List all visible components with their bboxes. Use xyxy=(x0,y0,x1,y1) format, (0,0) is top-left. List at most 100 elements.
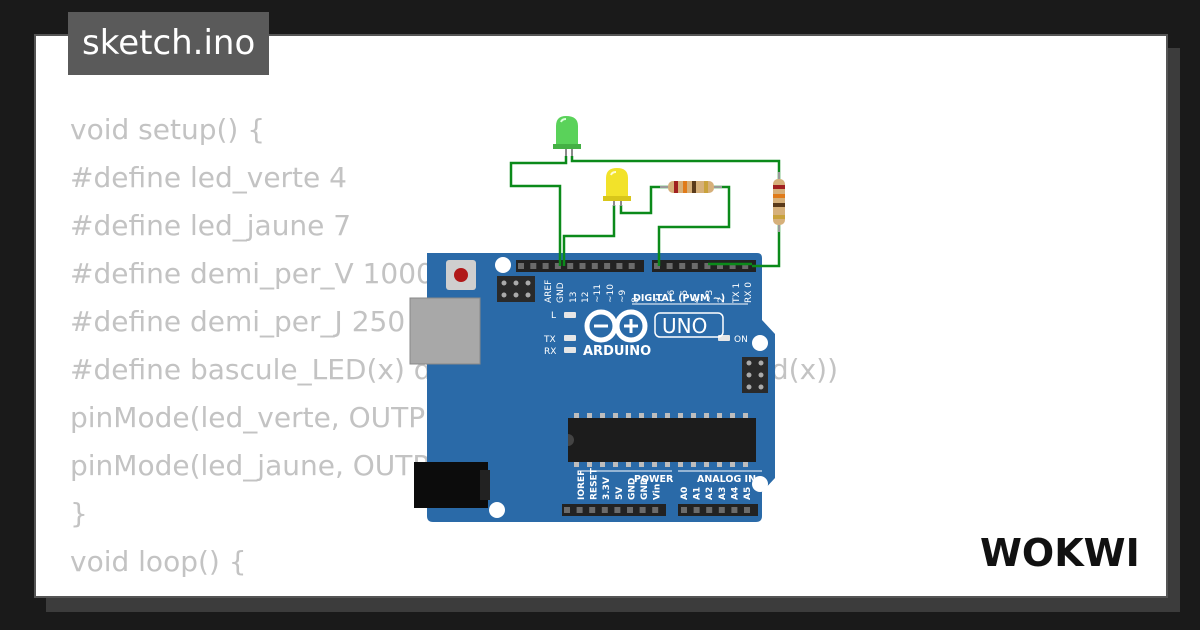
led-tx-indicator: TX xyxy=(543,335,576,345)
file-title-tab[interactable]: sketch.ino xyxy=(68,12,270,75)
chip-leg xyxy=(587,462,592,467)
pin-label: ~5 xyxy=(680,290,690,303)
wokwi-logo-text: WOKWI xyxy=(980,531,1140,575)
code-listing: void setup() { #define led_verte 4 #defi… xyxy=(70,106,838,596)
pin-hole[interactable] xyxy=(576,507,583,513)
chip-leg xyxy=(626,413,631,418)
pin-hole[interactable] xyxy=(627,507,633,513)
pin-hole[interactable] xyxy=(693,507,700,513)
pin-hole[interactable] xyxy=(567,263,574,269)
chip-leg xyxy=(678,413,683,418)
chip-leg xyxy=(730,462,735,467)
pin-hole[interactable] xyxy=(681,507,687,513)
pin-hole[interactable] xyxy=(628,263,635,269)
pin-hole[interactable] xyxy=(744,507,750,513)
pin-label: ~3 xyxy=(705,290,715,303)
pin-hole[interactable] xyxy=(691,263,698,269)
chip-leg xyxy=(743,462,748,467)
chip-leg xyxy=(574,413,579,418)
pin-hole[interactable] xyxy=(616,263,623,269)
svg-text:L: L xyxy=(551,311,556,321)
pin-hole[interactable] xyxy=(604,263,611,269)
usb-connector xyxy=(409,297,481,365)
reset-button[interactable] xyxy=(446,260,476,290)
pin-hole[interactable] xyxy=(704,263,711,269)
pin-label: ~6 xyxy=(667,289,677,303)
pin-label: A5 xyxy=(743,487,753,500)
pin-hole[interactable] xyxy=(601,507,608,513)
digital-header-label: DIGITAL (PWM ~) xyxy=(633,293,725,304)
pin-hole[interactable] xyxy=(554,263,561,269)
chip-leg xyxy=(600,413,605,418)
chip-leg xyxy=(652,413,657,418)
pin-hole[interactable] xyxy=(666,263,673,269)
pin-hole[interactable] xyxy=(679,263,686,269)
pin-hole[interactable] xyxy=(530,263,537,269)
pin-label: A2 xyxy=(705,487,715,500)
pin-hole[interactable] xyxy=(717,263,723,269)
pin-hole[interactable] xyxy=(542,263,549,269)
pin-hole[interactable] xyxy=(742,263,749,269)
pin-hole[interactable] xyxy=(589,507,596,513)
chip-leg xyxy=(691,462,696,467)
svg-text:RX: RX xyxy=(544,347,556,357)
wokwi-logo: WOKWI xyxy=(980,531,1140,575)
pin-label: 5V xyxy=(615,487,625,500)
analog-header-label: ANALOG IN xyxy=(697,474,756,485)
green-led[interactable] xyxy=(553,116,581,156)
code-line: #define demi_per_J 250 xyxy=(70,305,406,338)
pin-label: 3.3V xyxy=(602,477,612,500)
mounting-hole xyxy=(752,476,768,492)
pin-label: TX 1 xyxy=(732,283,742,304)
svg-text:TX: TX xyxy=(543,335,556,345)
pin-hole[interactable] xyxy=(518,263,524,269)
chip-leg xyxy=(704,413,709,418)
pin-label: GND xyxy=(556,282,566,303)
pin-label: AREF xyxy=(544,280,554,303)
pin-hole[interactable] xyxy=(718,507,725,513)
arduino-logo-icon xyxy=(584,309,648,343)
mounting-hole xyxy=(752,335,768,351)
chip-leg xyxy=(743,413,748,418)
pin-label: ~11 xyxy=(593,284,603,303)
resistor-horizontal[interactable] xyxy=(660,181,722,193)
led-l-indicator: L xyxy=(551,311,576,321)
pin-hole[interactable] xyxy=(591,263,598,269)
code-line: } xyxy=(70,497,88,530)
pin-label: 13 xyxy=(569,292,579,303)
pin-label: 7 xyxy=(655,297,665,303)
pin-hole[interactable] xyxy=(652,507,659,513)
chip-leg xyxy=(613,413,618,418)
code-line: #define demi_per_V 1000 xyxy=(70,257,434,290)
pin-label: Vin xyxy=(653,484,663,500)
pin-hole[interactable] xyxy=(731,507,738,513)
board-model: UNO xyxy=(662,314,707,338)
chip-leg xyxy=(587,413,592,418)
pin-hole[interactable] xyxy=(639,507,646,513)
code-line: void setup() { xyxy=(70,113,266,146)
icsp-header xyxy=(742,357,768,393)
code-line: static unsigned long chrono = 0; xyxy=(70,586,838,596)
svg-text:ON: ON xyxy=(734,335,748,345)
pin-label: 12 xyxy=(581,292,591,303)
power-jack xyxy=(414,462,488,508)
pin-label: IOREF xyxy=(577,470,587,500)
pin-hole[interactable] xyxy=(614,507,621,513)
mounting-hole xyxy=(489,502,505,518)
yellow-led[interactable] xyxy=(603,168,631,206)
pin-hole[interactable] xyxy=(654,263,660,269)
pin-label: GND xyxy=(640,478,650,500)
board-brand: ARDUINO xyxy=(583,344,651,359)
chip-leg xyxy=(639,462,644,467)
pin-label: A3 xyxy=(718,487,728,500)
resistor-vertical[interactable] xyxy=(773,172,785,232)
pin-hole[interactable] xyxy=(564,507,570,513)
chip-leg xyxy=(730,413,735,418)
pin-hole[interactable] xyxy=(579,263,586,269)
pin-hole[interactable] xyxy=(729,263,736,269)
pin-hole[interactable] xyxy=(706,507,713,513)
pin-label: 2 xyxy=(717,297,727,303)
atmega-chip xyxy=(568,418,756,462)
